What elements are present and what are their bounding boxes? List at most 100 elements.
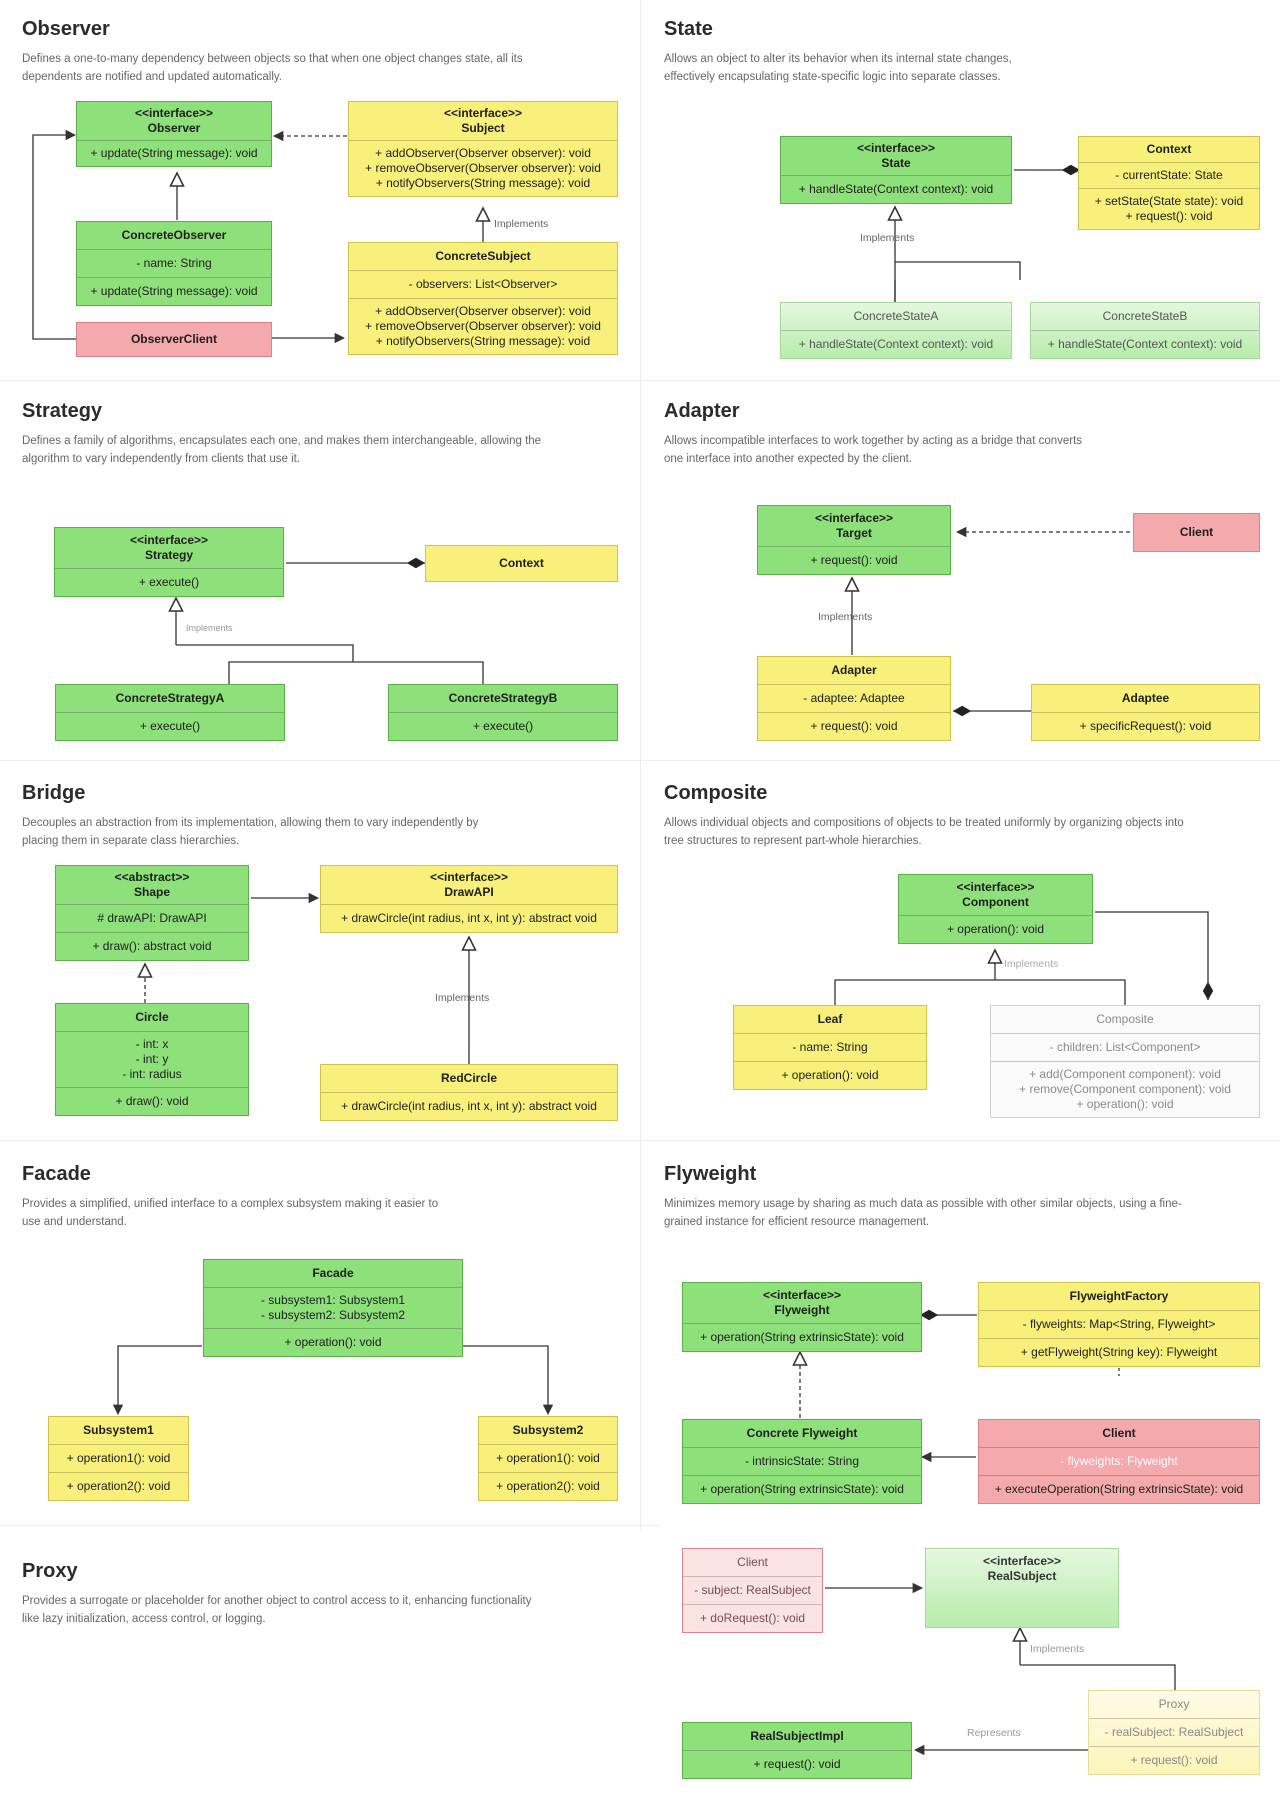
- method: + drawCircle(int radius, int x, int y): …: [321, 904, 617, 932]
- proxy-client-box[interactable]: Client - subject: RealSubject + doReques…: [682, 1548, 823, 1633]
- method: + draw(): void: [56, 1087, 248, 1115]
- state-interface-box[interactable]: <<interface>> State + handleState(Contex…: [780, 136, 1012, 204]
- stereotype: <<interface>>: [443, 106, 523, 120]
- target-interface-box[interactable]: <<interface>> Target + request(): void: [757, 505, 951, 575]
- class-name: Adaptee: [1121, 691, 1170, 705]
- attribute: - int: y: [135, 1052, 169, 1066]
- class-name: ConcreteSubject: [435, 249, 531, 263]
- concrete-state-b-box[interactable]: ConcreteStateB + handleState(Context con…: [1030, 302, 1260, 359]
- proxy-description: Provides a surrogate or placeholder for …: [22, 1595, 532, 1625]
- drawapi-interface-box[interactable]: <<interface>> DrawAPI + drawCircle(int r…: [320, 865, 618, 933]
- class-name: State: [881, 156, 911, 170]
- adapter-box[interactable]: Adapter - adaptee: Adaptee + request(): …: [757, 656, 951, 741]
- method: + request(): void: [1089, 1746, 1259, 1774]
- attribute: - int: x: [135, 1037, 169, 1051]
- method: + getFlyweight(String key): Flyweight: [979, 1338, 1259, 1366]
- attribute: - name: String: [734, 1033, 926, 1061]
- strategy-interface-box[interactable]: <<interface>> Strategy + execute(): [54, 527, 284, 597]
- concrete-observer-box[interactable]: ConcreteObserver - name: String + update…: [76, 221, 272, 306]
- flyweight-factory-box[interactable]: FlyweightFactory - flyweights: Map<Strin…: [978, 1282, 1260, 1367]
- subsystem1-box[interactable]: Subsystem1 + operation1(): void + operat…: [48, 1416, 189, 1501]
- method: + operation2(): void: [49, 1472, 188, 1500]
- circle-box[interactable]: Circle - int: x - int: y - int: radius +…: [55, 1003, 249, 1116]
- concrete-subject-box[interactable]: ConcreteSubject - observers: List<Observ…: [348, 242, 618, 355]
- adapter-description: Allows incompatible interfaces to work t…: [664, 435, 1083, 465]
- row-divider: [0, 760, 1280, 761]
- method: + request(): void: [1125, 209, 1213, 223]
- class-name: Component: [962, 895, 1029, 909]
- attribute: - flyweights: Flyweight: [979, 1447, 1259, 1475]
- observer-client-box[interactable]: ObserverClient: [76, 322, 272, 357]
- stereotype: <<interface>>: [814, 511, 894, 525]
- implements-label: Implements: [494, 218, 549, 230]
- adapter-client-box[interactable]: Client: [1133, 513, 1260, 552]
- state-context-box[interactable]: Context - currentState: State + setState…: [1078, 136, 1260, 230]
- method: + setState(State state): void: [1094, 194, 1244, 208]
- class-name: ConcreteStateA: [853, 309, 939, 323]
- proxy-title: Proxy: [22, 1560, 78, 1582]
- class-name: Client: [737, 1555, 768, 1569]
- strategy-title: Strategy: [22, 400, 103, 422]
- attribute: - children: List<Component>: [991, 1033, 1259, 1061]
- concrete-state-a-box[interactable]: ConcreteStateA + handleState(Context con…: [780, 302, 1012, 359]
- stereotype: <<interface>>: [762, 1288, 842, 1302]
- adaptee-box[interactable]: Adaptee + specificRequest(): void: [1031, 684, 1260, 741]
- redcircle-box[interactable]: RedCircle + drawCircle(int radius, int x…: [320, 1064, 618, 1121]
- observer-title: Observer: [22, 18, 110, 40]
- subsystem2-box[interactable]: Subsystem2 + operation1(): void + operat…: [478, 1416, 618, 1501]
- stereotype: <<interface>>: [856, 141, 936, 155]
- observer-description: Defines a one-to-many dependency between…: [22, 53, 523, 83]
- bridge-description: Decouples an abstraction from its implem…: [22, 817, 479, 847]
- shape-abstract-box[interactable]: <<abstract>> Shape # drawAPI: DrawAPI + …: [55, 865, 249, 961]
- class-name: Observer: [147, 121, 201, 135]
- class-name: Client: [1179, 525, 1214, 539]
- leaf-box[interactable]: Leaf - name: String + operation(): void: [733, 1005, 927, 1090]
- proxy-box[interactable]: Proxy - realSubject: RealSubject + reque…: [1088, 1690, 1260, 1775]
- attribute: # drawAPI: DrawAPI: [56, 904, 248, 932]
- stereotype: <<interface>>: [129, 533, 209, 547]
- class-name: Strategy: [144, 548, 194, 562]
- method: + operation2(): void: [479, 1472, 617, 1500]
- stereotype: <<interface>>: [134, 106, 214, 120]
- attribute: - currentState: State: [1079, 162, 1259, 188]
- component-interface-box[interactable]: <<interface>> Component + operation(): v…: [898, 874, 1093, 944]
- method: + drawCircle(int radius, int x, int y): …: [321, 1092, 617, 1120]
- implements-label: Implements: [1030, 1643, 1085, 1655]
- attribute: - flyweights: Map<String, Flyweight>: [979, 1310, 1259, 1338]
- method: + specificRequest(): void: [1032, 712, 1259, 740]
- class-name: Adapter: [831, 663, 877, 677]
- method: + handleState(Context context): void: [781, 330, 1011, 358]
- flyweight-interface-box[interactable]: <<interface>> Flyweight + operation(Stri…: [682, 1282, 922, 1352]
- attribute: - adaptee: Adaptee: [758, 684, 950, 712]
- method: + update(String message): void: [77, 277, 271, 305]
- realsubject-interface-box[interactable]: <<interface>> RealSubject: [925, 1548, 1119, 1628]
- method: + draw(): abstract void: [56, 932, 248, 960]
- stereotype: <<abstract>>: [114, 870, 190, 884]
- subject-interface-box[interactable]: <<interface>> Subject + addObserver(Obse…: [348, 101, 618, 197]
- concrete-strategy-b-box[interactable]: ConcreteStrategyB + execute(): [388, 684, 618, 741]
- method: + handleState(Context context): void: [1031, 330, 1259, 358]
- method: + removeObserver(Observer observer): voi…: [365, 319, 601, 333]
- concrete-flyweight-box[interactable]: Concrete Flyweight - intrinsicState: Str…: [682, 1419, 922, 1504]
- class-name: Subsystem1: [83, 1423, 154, 1437]
- flyweight-client-box[interactable]: Client - flyweights: Flyweight + execute…: [978, 1419, 1260, 1504]
- row-divider: [0, 380, 1280, 381]
- class-name: ConcreteStateB: [1102, 309, 1188, 323]
- composite-box[interactable]: Composite - children: List<Component> + …: [990, 1005, 1260, 1118]
- implements-label: Implements: [860, 232, 915, 244]
- class-name: Context: [499, 556, 544, 570]
- attribute: - int: radius: [122, 1067, 182, 1081]
- concrete-strategy-a-box[interactable]: ConcreteStrategyA + execute(): [55, 684, 285, 741]
- observer-interface-box[interactable]: <<interface>> Observer + update(String m…: [76, 101, 272, 167]
- method: + handleState(Context context): void: [781, 175, 1011, 203]
- realsubject-impl-box[interactable]: RealSubjectImpl + request(): void: [682, 1722, 912, 1779]
- facade-title: Facade: [22, 1163, 91, 1185]
- stereotype: <<interface>>: [956, 880, 1035, 894]
- flyweight-description: Minimizes memory usage by sharing as muc…: [664, 1198, 1182, 1228]
- method: + operation(): void: [1076, 1097, 1174, 1111]
- method: + request(): void: [683, 1750, 911, 1778]
- state-description: Allows an object to alter its behavior w…: [664, 53, 1012, 83]
- facade-box[interactable]: Facade - subsystem1: Subsystem1 - subsys…: [203, 1259, 463, 1357]
- strategy-context-box[interactable]: Context: [425, 545, 618, 582]
